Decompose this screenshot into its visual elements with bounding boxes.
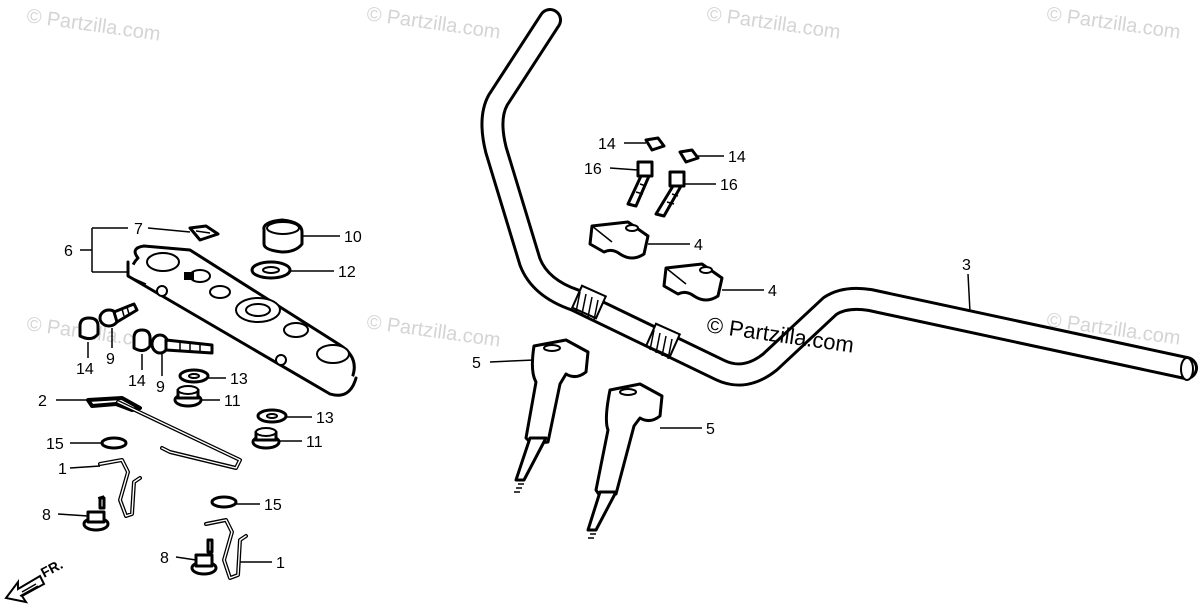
callout-11: 11 [224, 393, 241, 410]
washer[interactable] [178, 368, 210, 384]
callout-10: 10 [344, 229, 362, 246]
washer[interactable] [256, 408, 288, 424]
callout-11: 11 [306, 434, 323, 451]
callout-5: 5 [472, 355, 481, 372]
watermark-text: © Partzilla.com [365, 3, 502, 44]
bolt[interactable] [98, 302, 139, 328]
bolt[interactable] [654, 170, 686, 218]
callout-3: 3 [962, 257, 971, 274]
watermark-text: © Partzilla.com [25, 5, 162, 46]
clamp[interactable] [98, 458, 142, 518]
clamp[interactable] [204, 518, 248, 580]
cap[interactable] [132, 328, 152, 353]
callout-14: 14 [76, 361, 94, 378]
flange-nut[interactable] [173, 385, 203, 408]
washer[interactable] [250, 260, 292, 280]
callout-4: 4 [694, 237, 703, 254]
upper-holder[interactable] [662, 262, 724, 302]
watermark-text: © Partzilla.com [365, 311, 502, 352]
callout-14: 14 [128, 373, 146, 390]
callout-labels: 7 6 10 12 14 9 14 9 13 11 2 13 11 15 1 8… [38, 136, 971, 572]
callout-9: 9 [106, 351, 115, 368]
callout-2: 2 [38, 393, 47, 410]
callout-14: 14 [598, 136, 616, 153]
callout-13: 13 [316, 410, 334, 427]
callout-9: 9 [156, 379, 165, 396]
knurled-band [570, 284, 608, 321]
callout-6: 6 [64, 243, 73, 260]
cap-nut[interactable] [262, 218, 304, 254]
cap[interactable] [78, 316, 100, 341]
cap[interactable] [644, 136, 666, 152]
cap[interactable] [678, 148, 700, 164]
callout-16: 16 [720, 177, 738, 194]
callout-8: 8 [160, 550, 169, 567]
bolt[interactable] [150, 333, 214, 355]
lower-holder[interactable] [514, 338, 590, 493]
handlebar-end [1180, 357, 1194, 381]
knurled-band [644, 322, 682, 360]
callout-12: 12 [338, 264, 356, 281]
callout-8: 8 [42, 507, 51, 524]
front-marker-label: FR. [38, 556, 65, 581]
callout-16: 16 [584, 161, 602, 178]
handlebar[interactable] [480, 8, 1198, 387]
callout-1: 1 [58, 461, 67, 478]
upper-holder[interactable] [588, 220, 650, 260]
front-direction-marker: FR. [4, 556, 65, 604]
arrow-icon [4, 574, 46, 604]
plate[interactable] [188, 224, 220, 242]
upper-holder-plate[interactable] [126, 244, 358, 397]
clip-washer[interactable] [210, 495, 238, 509]
clip-washer[interactable] [100, 436, 128, 450]
callout-5: 5 [706, 421, 715, 438]
callout-4: 4 [768, 283, 777, 300]
callout-14: 14 [728, 149, 746, 166]
watermark-text: © Partzilla.com [705, 3, 842, 44]
lower-holder[interactable] [586, 382, 664, 539]
flange-bolt[interactable] [82, 495, 110, 532]
flange-bolt[interactable] [190, 538, 218, 576]
callout-15: 15 [264, 497, 282, 514]
watermark-text: © Partzilla.com [1045, 3, 1182, 44]
wire-guide[interactable] [86, 396, 242, 470]
callout-1: 1 [276, 555, 285, 572]
callout-7: 7 [134, 221, 143, 238]
callout-15: 15 [46, 436, 64, 453]
bolt[interactable] [626, 160, 654, 208]
leader-lines [56, 142, 971, 563]
flange-nut[interactable] [251, 427, 281, 450]
callout-13: 13 [230, 371, 248, 388]
